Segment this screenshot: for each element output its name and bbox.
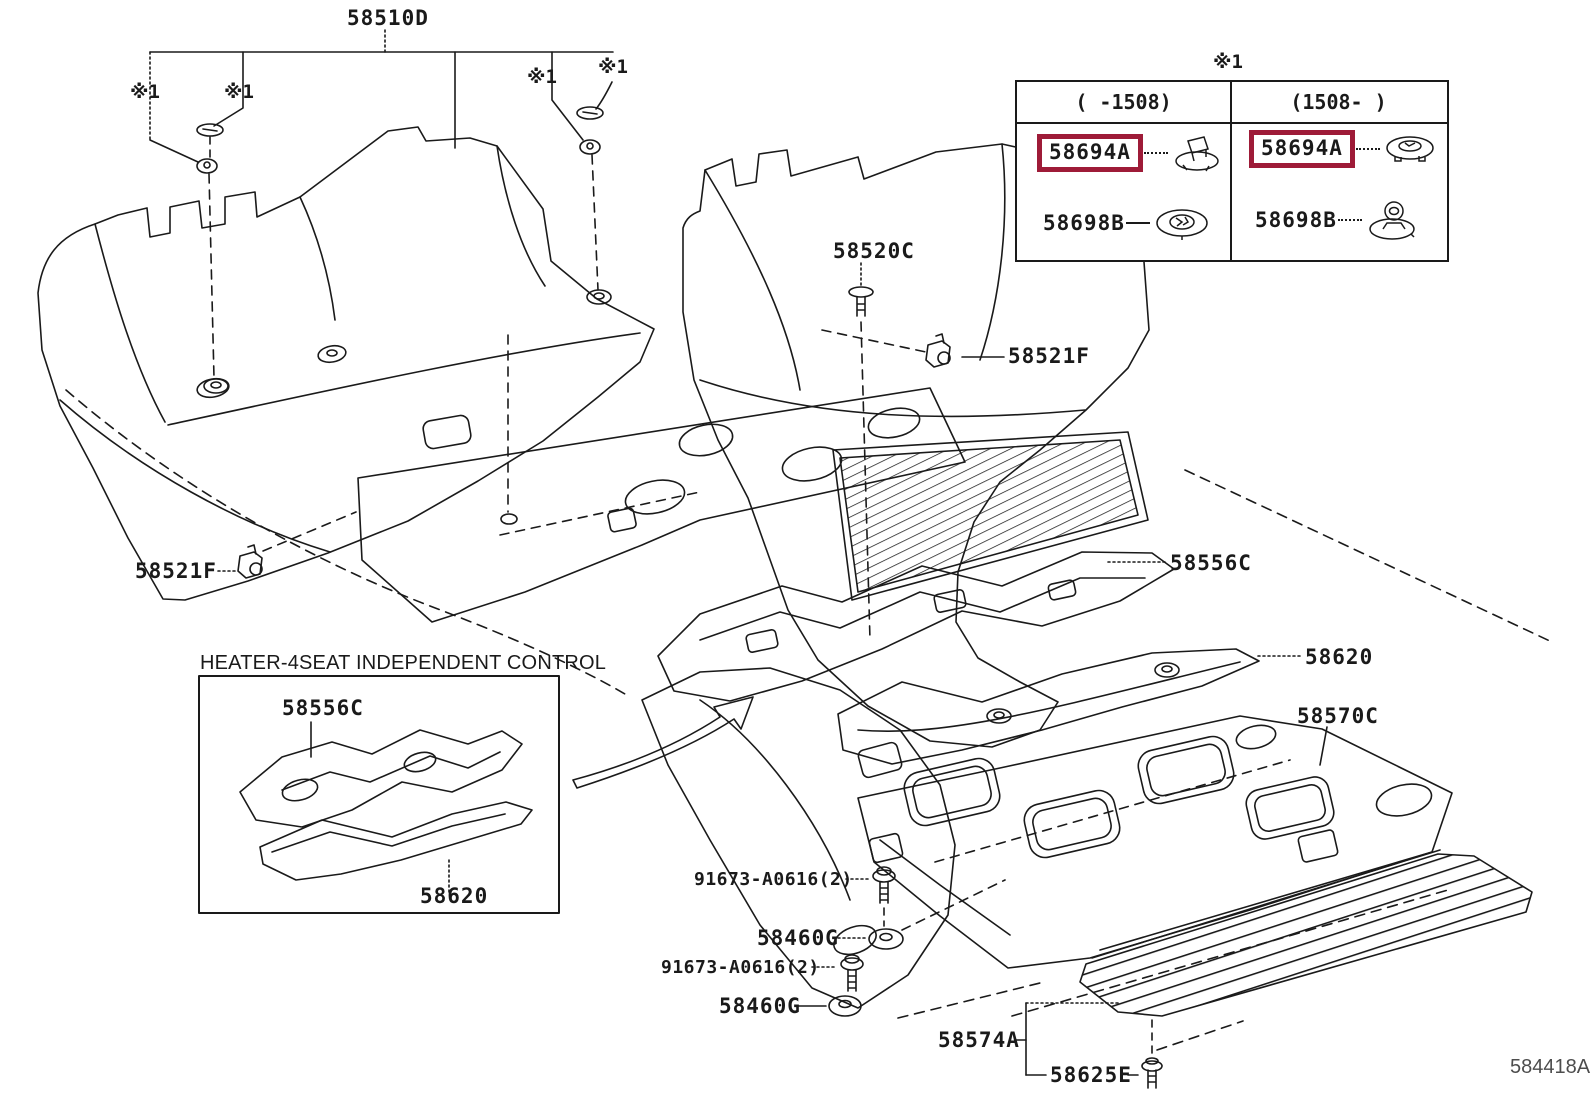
note-ref-3: ※1 — [527, 66, 557, 88]
table-cell-58698b-early: 58698B — [1043, 200, 1213, 246]
retainer-old-style-icon — [1156, 209, 1208, 240]
callout-58460g-1[interactable]: 58460G — [757, 926, 839, 950]
floor-platform — [357, 387, 1553, 643]
note-ref-4: ※1 — [598, 56, 628, 78]
assembly-bracket — [149, 29, 614, 163]
table-cell-58694a-early: 58694A — [1037, 130, 1227, 176]
duct-58620 — [837, 648, 1301, 765]
front-carpet-left — [37, 126, 655, 695]
leader-line — [1337, 219, 1362, 221]
note-ref-2: ※1 — [224, 81, 254, 103]
clip-58521f-left-icon — [217, 511, 357, 579]
callout-58510d[interactable]: 58510D — [347, 6, 429, 30]
callout-58460g-2[interactable]: 58460G — [719, 994, 801, 1018]
rear-carpet-section — [641, 667, 956, 1009]
part-number-58694a: 58694A — [1261, 136, 1343, 160]
retainer-new-style-icon — [1369, 201, 1415, 240]
clip-old-style-icon — [1175, 136, 1219, 172]
callout-58620[interactable]: 58620 — [1305, 645, 1374, 669]
scuff-plate-58574a — [897, 849, 1533, 1059]
note-ref-1: ※1 — [130, 81, 160, 103]
highlight-box[interactable]: 58694A — [1249, 130, 1355, 168]
leader-line — [1143, 152, 1168, 154]
table-column-divider — [1230, 82, 1232, 260]
inset-title: HEATER-4SEAT INDEPENDENT CONTROL — [200, 652, 607, 674]
callout-58574a[interactable]: 58574A — [938, 1028, 1020, 1052]
highlight-box[interactable]: 58694A — [1037, 134, 1143, 172]
inset-callout-58556c[interactable]: 58556C — [282, 696, 364, 720]
clip-58521f-right-icon — [821, 329, 1005, 368]
part-number-58698b: 58698B — [1255, 207, 1337, 232]
table-cell-58698b-late: 58698B — [1255, 196, 1421, 244]
callout-91673-1[interactable]: 91673-A0616(2) — [694, 869, 853, 890]
scuff-bracket — [1015, 1002, 1163, 1089]
grommet-new-style-icon — [1386, 136, 1434, 162]
callout-58520c[interactable]: 58520C — [833, 239, 915, 263]
callout-58556c[interactable]: 58556C — [1170, 551, 1252, 575]
part-number-58698b: 58698B — [1043, 210, 1125, 235]
table-header-row — [1017, 82, 1447, 124]
leader-line — [1355, 148, 1380, 150]
table-header-late: (1508- ) — [1290, 90, 1387, 114]
bolt-washer-icons — [796, 866, 1006, 1017]
table-cell-58694a-late: 58694A — [1249, 126, 1439, 172]
callout-58521f-left[interactable]: 58521F — [135, 559, 217, 583]
callout-58625e[interactable]: 58625E — [1050, 1063, 1132, 1087]
table-header-early: ( -1508) — [1075, 90, 1172, 114]
leader-line — [1125, 222, 1150, 224]
roof-clip-icons — [196, 106, 612, 525]
screw-58520c-icon — [848, 262, 874, 641]
callout-58570c[interactable]: 58570C — [1297, 704, 1379, 728]
inset-artwork — [198, 675, 560, 914]
callout-91673-2[interactable]: 91673-A0616(2) — [661, 957, 820, 978]
part-number-58694a: 58694A — [1049, 140, 1131, 164]
reference-arrow — [572, 696, 754, 789]
variant-table: ( -1508) (1508- ) 58694A 58694A — [1015, 80, 1449, 262]
callout-58521f-right[interactable]: 58521F — [1008, 344, 1090, 368]
panel-58556c — [657, 551, 1175, 702]
diagram-code: 584418A — [1510, 1056, 1591, 1078]
table-note-ref: ※1 — [1213, 51, 1243, 73]
inset-callout-58620[interactable]: 58620 — [420, 884, 489, 908]
